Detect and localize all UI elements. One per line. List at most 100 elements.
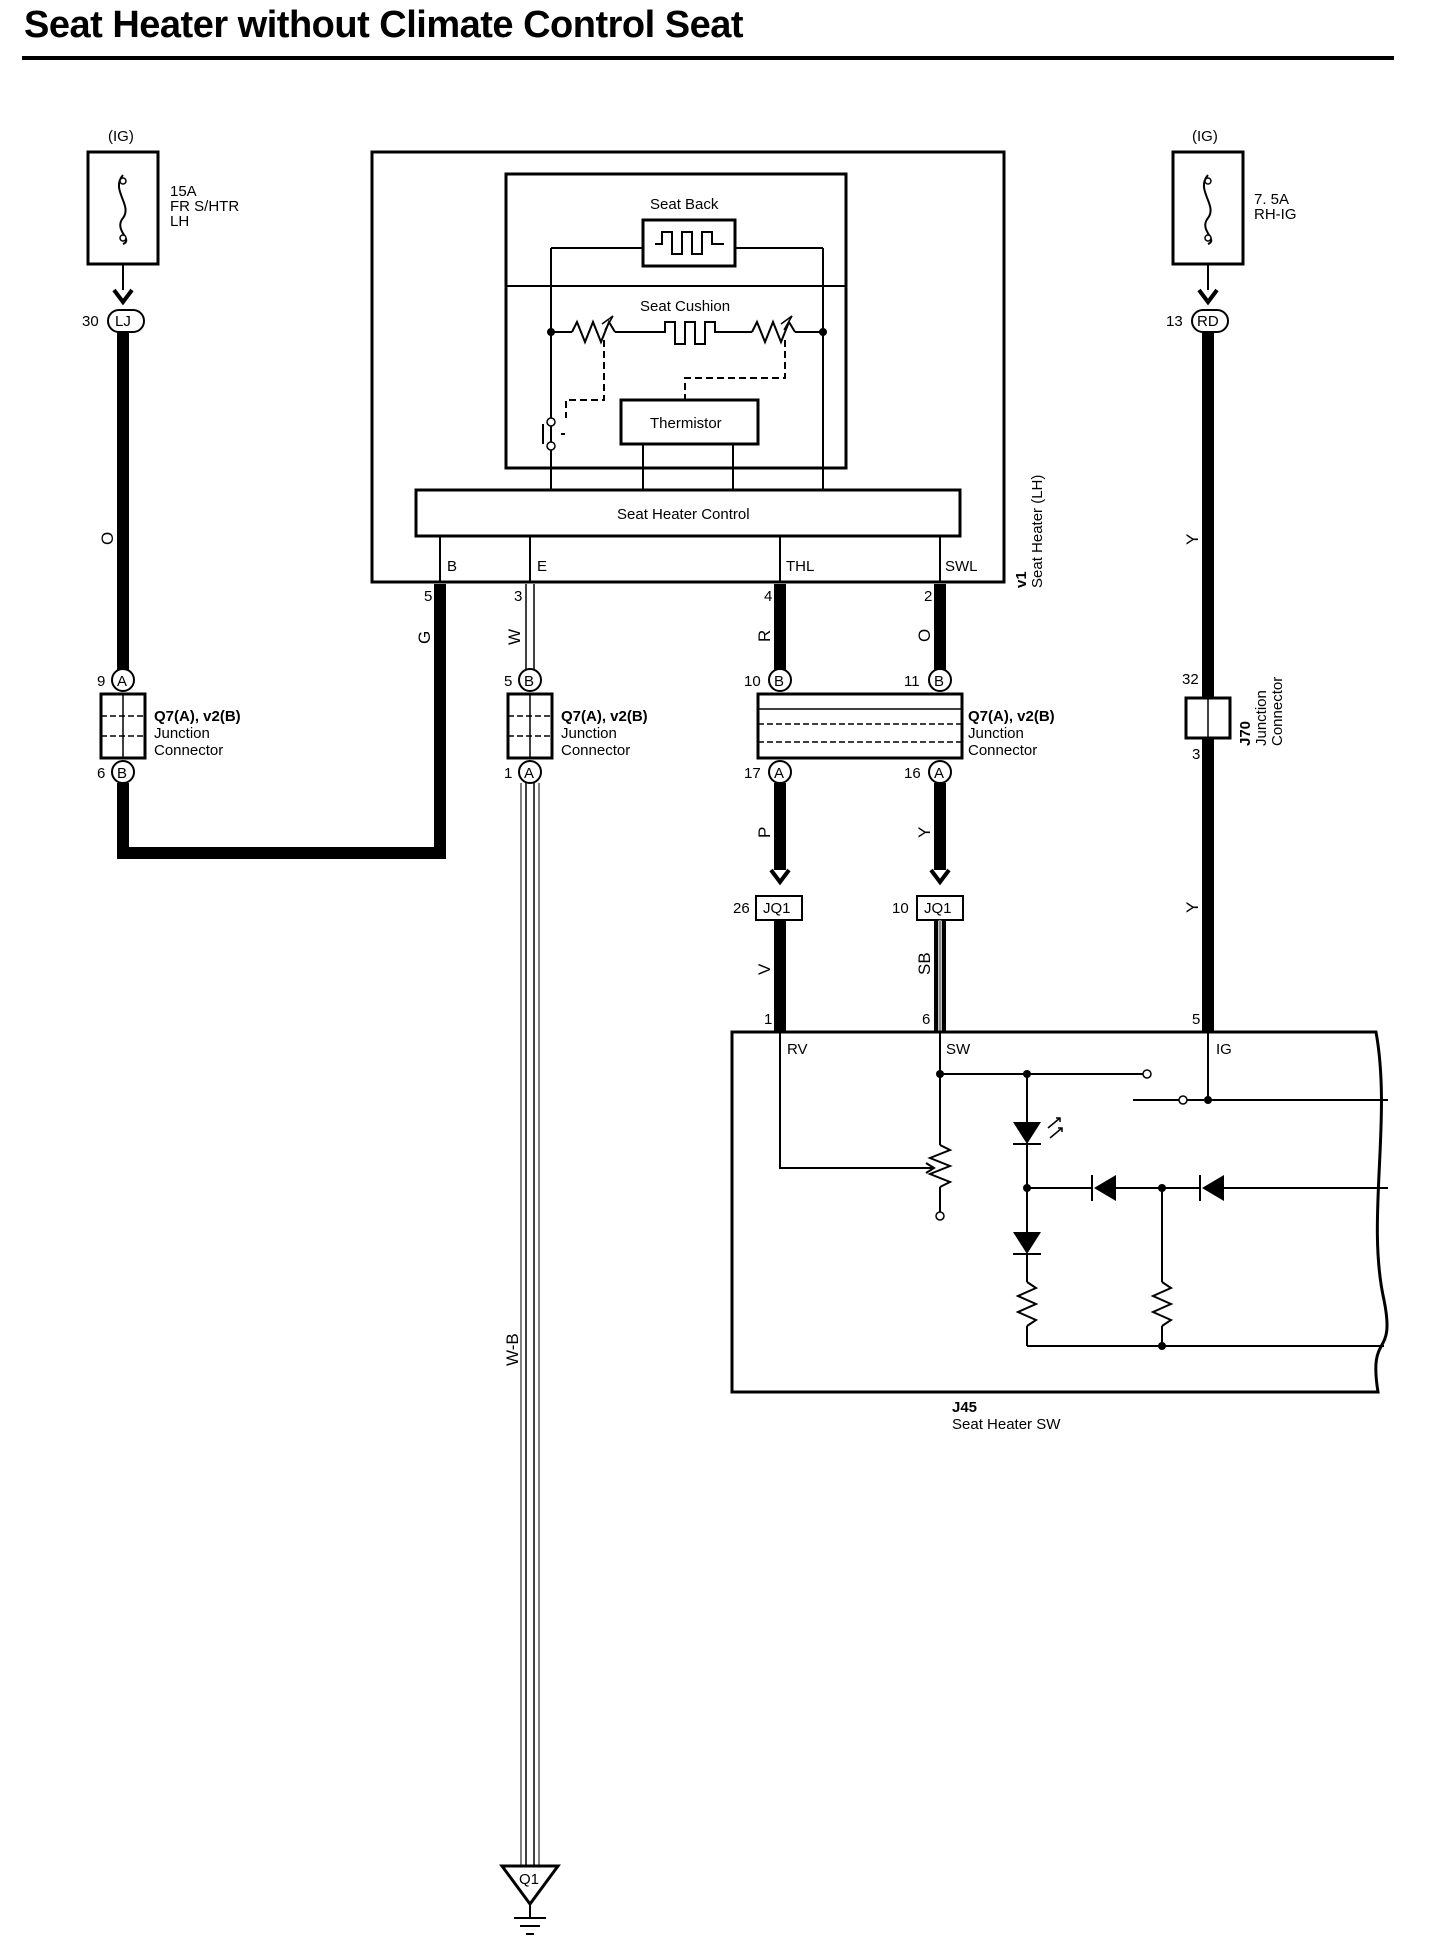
fuse2-connector-id: RD [1197,313,1219,330]
resistor-right-icon [1150,1281,1174,1327]
fuse2-rating: 7. 5A [1254,191,1289,208]
j70-desc1: Junction [1253,690,1270,746]
wire-color-p: P [755,827,774,838]
junction3-top-pin-a: 10 [744,673,761,690]
seat-heater-lh: Seat Back Seat Cushion [370,150,1046,605]
j70-top-pin: 32 [1182,671,1199,688]
jq1-connector-sw: 10 JQ1 [892,895,964,921]
diode-lower-icon [1013,1232,1041,1254]
switch-ig-pin: 5 [1192,1011,1200,1028]
junction2-top-conn: B [524,673,534,690]
terminal-swl-label: SWL [945,558,978,575]
fuse2-pin: 13 [1166,313,1183,330]
fuse1-element-icon [117,174,128,245]
junction3-top-conn-a: B [774,673,784,690]
rheostat-icon [927,1144,953,1188]
wire-color-y-swl: Y [915,827,934,838]
wire-color-fuse2-lower: Y [1183,902,1202,913]
fuse-rh-ig: (IG) 7. 5A RH-IG [1171,128,1297,266]
terminal-thl-label: THL [786,558,814,575]
switch-ig-label: IG [1216,1041,1232,1058]
junction-connector-1: A 9 B 6 Q7(A), v2(B) Junction Connector [97,668,241,784]
diode-left-icon [1094,1175,1116,1201]
wire-color-w: W [505,629,524,645]
terminal-b-pin: 5 [424,588,432,605]
j70-code: J70 [1237,721,1254,746]
junction2-bottom-pin: 1 [504,765,512,782]
junction1-bottom-pin: 6 [97,765,105,782]
wire-color-ground: W-B [503,1333,522,1366]
thermistor-label: Thermistor [650,415,722,432]
junction3-bottom-pin-b: 16 [904,765,921,782]
page-title: Seat Heater without Climate Control Seat [24,4,744,46]
fuse-fr-shtr-lh: (IG) 15A FR S/HTR LH [86,128,239,266]
seat-back-heater-icon [655,231,724,255]
fuse2-connector: 13 RD [1166,309,1229,333]
wire-color-v: V [755,963,774,975]
diode-right-icon [1202,1175,1224,1201]
terminal-b-label: B [447,558,457,575]
switch-code: J45 [952,1399,977,1416]
jq1-connector-rv: 26 JQ1 [733,895,803,921]
thermistor [619,398,760,446]
fuse1-connector-id: LJ [115,313,131,330]
fuse1-power-label: (IG) [108,128,134,145]
junction3-bottom-conn-a: A [774,765,784,782]
wire-color-r: R [755,630,774,642]
seat-cushion-label: Seat Cushion [640,298,730,315]
wire-color-fuse2-upper: Y [1183,534,1202,545]
junction2-label: Q7(A), v2(B) [561,708,648,725]
junction3-top-conn-b: B [934,673,944,690]
fuse2-power-label: (IG) [1192,128,1218,145]
switch-rv-pin: 1 [764,1011,772,1028]
junction3-bottom-conn-b: A [934,765,944,782]
terminal-e-pin: 3 [514,588,522,605]
wire-color-sb: SB [915,952,934,975]
j70-junction-connector: 32 3 J70 Junction Connector [1182,671,1286,763]
junction1-top-pin: 9 [97,673,105,690]
seat-cushion-heater-icon [655,321,730,345]
jq1-sw-name: JQ1 [924,900,952,917]
seat-heater-switch: 1 6 5 RV SW IG [730,1011,1389,1433]
junction-connector-2: B 5 A 1 Q7(A), v2(B) Junction Connector [504,668,648,784]
switch-sw-label: SW [946,1041,971,1058]
fuse1-name-line2: LH [170,213,189,230]
junction1-bottom-conn: B [117,765,127,782]
junction3-desc1: Junction [968,725,1024,742]
junction2-top-pin: 5 [504,673,512,690]
ground-name: Q1 [519,1871,539,1888]
seat-heater-control-label: Seat Heater Control [617,506,750,523]
fuse2-name-line1: RH-IG [1254,206,1297,223]
switch-sw-pin: 6 [922,1011,930,1028]
wire-color-g: G [415,631,434,644]
jq1-sw-pin: 10 [892,900,909,917]
junction1-desc2: Connector [154,742,223,759]
fuse1-rating: 15A [170,183,197,200]
ground-q1: Q1 [499,1864,561,1935]
junction3-bottom-pin-a: 17 [744,765,761,782]
junction1-top-conn: A [117,673,127,690]
ground-icon [499,1864,561,1907]
terminal-swl-pin: 2 [924,588,932,605]
junction1-label: Q7(A), v2(B) [154,708,241,725]
cushion-resistor-right-icon [751,319,796,345]
jq1-rv-pin: 26 [733,900,750,917]
indicator-led-icon [1013,1122,1041,1144]
j70-desc2: Connector [1269,677,1286,746]
seat-heater-control [414,488,962,538]
wire-color-o-swl: O [915,629,934,642]
j70-bottom-pin: 3 [1192,746,1200,763]
seat-heater-name: Seat Heater (LH) [1029,475,1046,588]
junction2-desc1: Junction [561,725,617,742]
seat-back-label: Seat Back [650,196,719,213]
junction1-desc1: Junction [154,725,210,742]
junction3-label: Q7(A), v2(B) [968,708,1055,725]
fuse1-name-line1: FR S/HTR [170,198,239,215]
junction2-bottom-conn: A [524,765,534,782]
resistor-left-icon [1015,1281,1039,1327]
terminal-thl-pin: 4 [764,588,772,605]
switch-rv-label: RV [787,1041,808,1058]
seat-heater-code: v1 [1013,571,1030,588]
junction2-desc2: Connector [561,742,630,759]
